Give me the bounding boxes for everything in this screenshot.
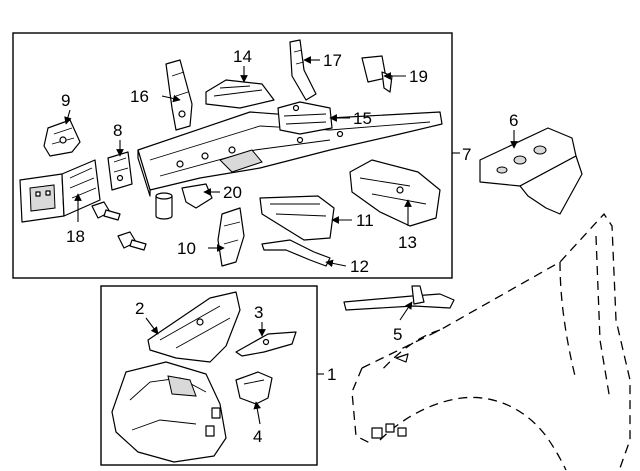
bolt-upper [91, 201, 121, 221]
callout-5: 5 [393, 325, 402, 344]
part-4-bracket [235, 371, 273, 405]
part-14-panel [205, 79, 275, 109]
part-6-rail [479, 127, 583, 215]
group-box-1 [100, 285, 318, 466]
part-11-panel [259, 195, 335, 241]
callout-6: 6 [509, 111, 518, 130]
part-13-apron [349, 159, 441, 227]
leader-lines [64, 56, 518, 425]
part-15-panel [277, 101, 333, 135]
callout-10: 10 [177, 239, 196, 258]
frame-rail [137, 111, 443, 197]
callout-2: 2 [135, 299, 144, 318]
part-18-bracket [19, 159, 101, 223]
callout-19: 19 [409, 67, 428, 86]
callout-17: 17 [323, 51, 342, 70]
callout-16: 16 [130, 87, 149, 106]
part-2-upper-apron [147, 291, 241, 363]
callout-8: 8 [113, 121, 122, 140]
callout-7: 7 [462, 145, 471, 164]
callout-1: 1 [327, 365, 336, 384]
part-20-bracket [181, 183, 213, 209]
bolt-lower [117, 231, 147, 251]
part-9-bracket [43, 119, 81, 157]
spacer-cylinder [155, 192, 173, 220]
part-10-bracket [217, 207, 245, 267]
group-box-7 [12, 32, 453, 279]
part-17-bracket [289, 39, 317, 101]
callout-18: 18 [66, 227, 85, 246]
part-16-bracket [165, 59, 193, 131]
part-8-bracket [107, 151, 133, 191]
part-19-clip [361, 55, 393, 93]
callout-4: 4 [253, 427, 262, 446]
part-5-brace [343, 285, 455, 311]
callout-12: 12 [350, 257, 369, 276]
callout-9: 9 [61, 91, 70, 110]
part-3-bracket [235, 331, 297, 357]
wheelhouse-assembly [111, 361, 227, 463]
callout-14: 14 [233, 47, 252, 66]
part-12-bar [261, 239, 331, 267]
callout-11: 11 [356, 211, 374, 230]
callout-15: 15 [353, 109, 372, 128]
callout-3: 3 [254, 303, 263, 322]
callout-20: 20 [223, 183, 242, 202]
fender-outline [351, 212, 631, 471]
callout-13: 13 [398, 233, 417, 252]
